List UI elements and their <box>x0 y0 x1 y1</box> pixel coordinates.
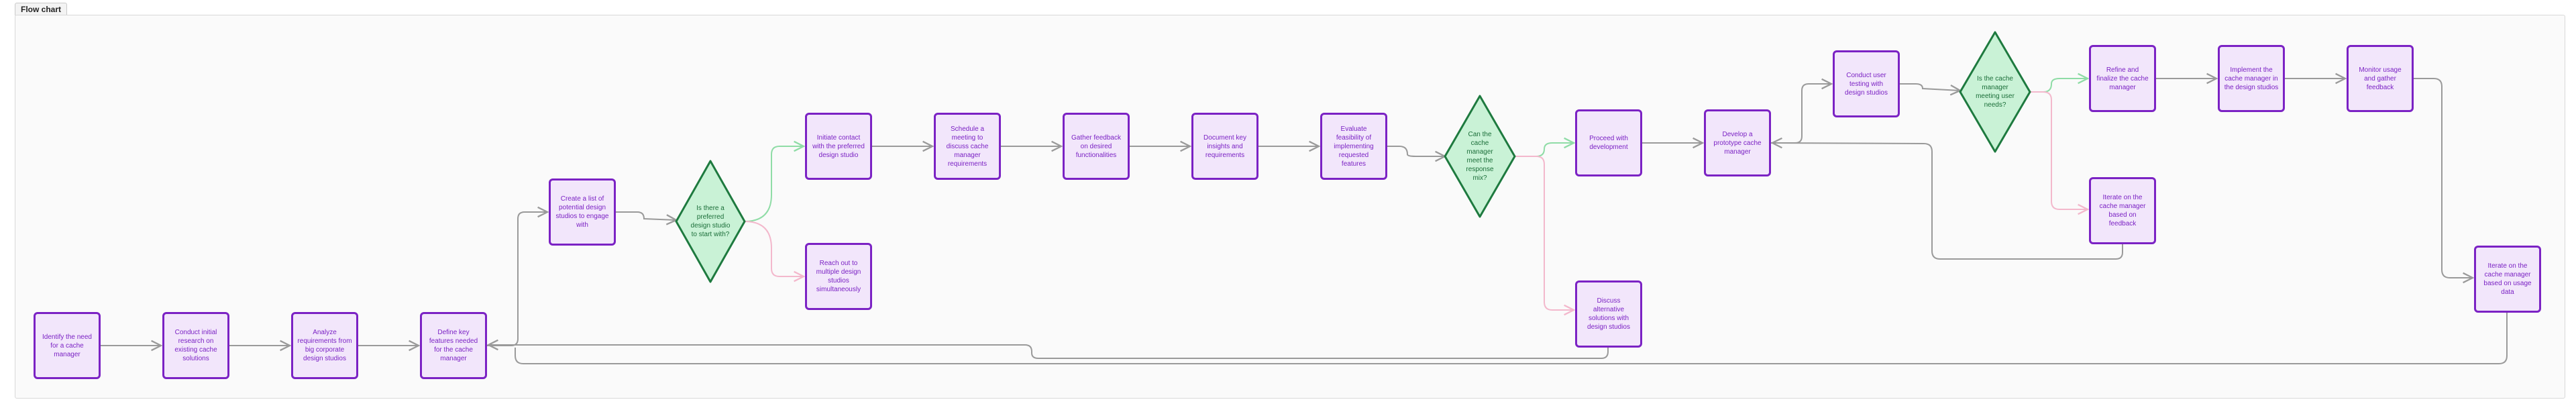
node-initiate-contact[interactable]: Initiate contact with the preferred desi… <box>805 113 872 180</box>
edge-monitor-to-iterate-usage <box>2414 78 2473 278</box>
edge-decision3-no <box>2030 91 2088 209</box>
edge-define-to-list <box>487 212 547 346</box>
edge-iterate-usage-back-to-define <box>515 313 2508 364</box>
edge-testing-to-decision3 <box>1900 83 1960 91</box>
node-define-features[interactable]: Define key features needed for the cache… <box>420 312 487 379</box>
node-analyze-requirements[interactable]: Analyze requirements from big corporate … <box>291 312 358 379</box>
flow-chart-tab[interactable]: Flow chart <box>15 3 68 15</box>
decision-label-meeting-needs: Is the cache manager meeting user needs? <box>1976 75 2015 109</box>
edge-prototype-to-testing <box>1771 84 1831 144</box>
edge-decision2-yes <box>1515 143 1574 157</box>
edge-decision3-yes <box>2030 79 2088 93</box>
node-reach-out[interactable]: Reach out to multiple design studios sim… <box>805 243 872 310</box>
edge-list-to-decision1 <box>616 211 676 220</box>
node-iterate-feedback[interactable]: Iterate on the cache manager based on fe… <box>2089 177 2156 244</box>
decision-label-meet-response: Can the cache manager meet the response … <box>1466 131 1494 182</box>
node-implement[interactable]: Implement the cache manager in the desig… <box>2218 45 2285 112</box>
node-evaluate-feasibility[interactable]: Evaluate feasibility of implementing req… <box>1320 113 1387 180</box>
node-document-insights[interactable]: Document key insights and requirements <box>1191 113 1258 180</box>
node-proceed-development[interactable]: Proceed with development <box>1575 109 1642 176</box>
edge-decision1-no <box>744 221 804 276</box>
decision-label-preferred-studio: Is there a preferred design studio to st… <box>690 205 731 238</box>
node-gather-feedback[interactable]: Gather feedback on desired functionaliti… <box>1063 113 1130 180</box>
edge-evaluate-to-decision2 <box>1387 146 1445 156</box>
edge-decision2-no <box>1515 156 1574 310</box>
node-iterate-usage[interactable]: Iterate on the cache manager based on us… <box>2474 246 2541 313</box>
node-develop-prototype[interactable]: Develop a prototype cache manager <box>1704 109 1771 176</box>
node-refine-finalize[interactable]: Refine and finalize the cache manager <box>2089 45 2156 112</box>
node-schedule-meeting[interactable]: Schedule a meeting to discuss cache mana… <box>934 113 1001 180</box>
node-initial-research[interactable]: Conduct initial research on existing cac… <box>162 312 229 379</box>
node-create-list[interactable]: Create a list of potential design studio… <box>549 178 616 246</box>
decision-diamond-meeting-needs[interactable] <box>1959 31 2031 153</box>
edge-iterate-back-to-prototype <box>1772 143 2123 260</box>
edge-decision1-yes <box>744 146 804 222</box>
decision-diamond-preferred-studio[interactable] <box>675 160 746 283</box>
edge-alternatives-back-to-define <box>488 344 1609 359</box>
node-discuss-alternatives[interactable]: Discuss alternative solutions with desig… <box>1575 280 1642 348</box>
decision-diamond-meet-response[interactable] <box>1444 95 1516 218</box>
node-user-testing[interactable]: Conduct user testing with design studios <box>1833 50 1900 117</box>
node-monitor-usage[interactable]: Monitor usage and gather feedback <box>2347 45 2414 112</box>
node-identify-need[interactable]: Identify the need for a cache manager <box>34 312 101 379</box>
